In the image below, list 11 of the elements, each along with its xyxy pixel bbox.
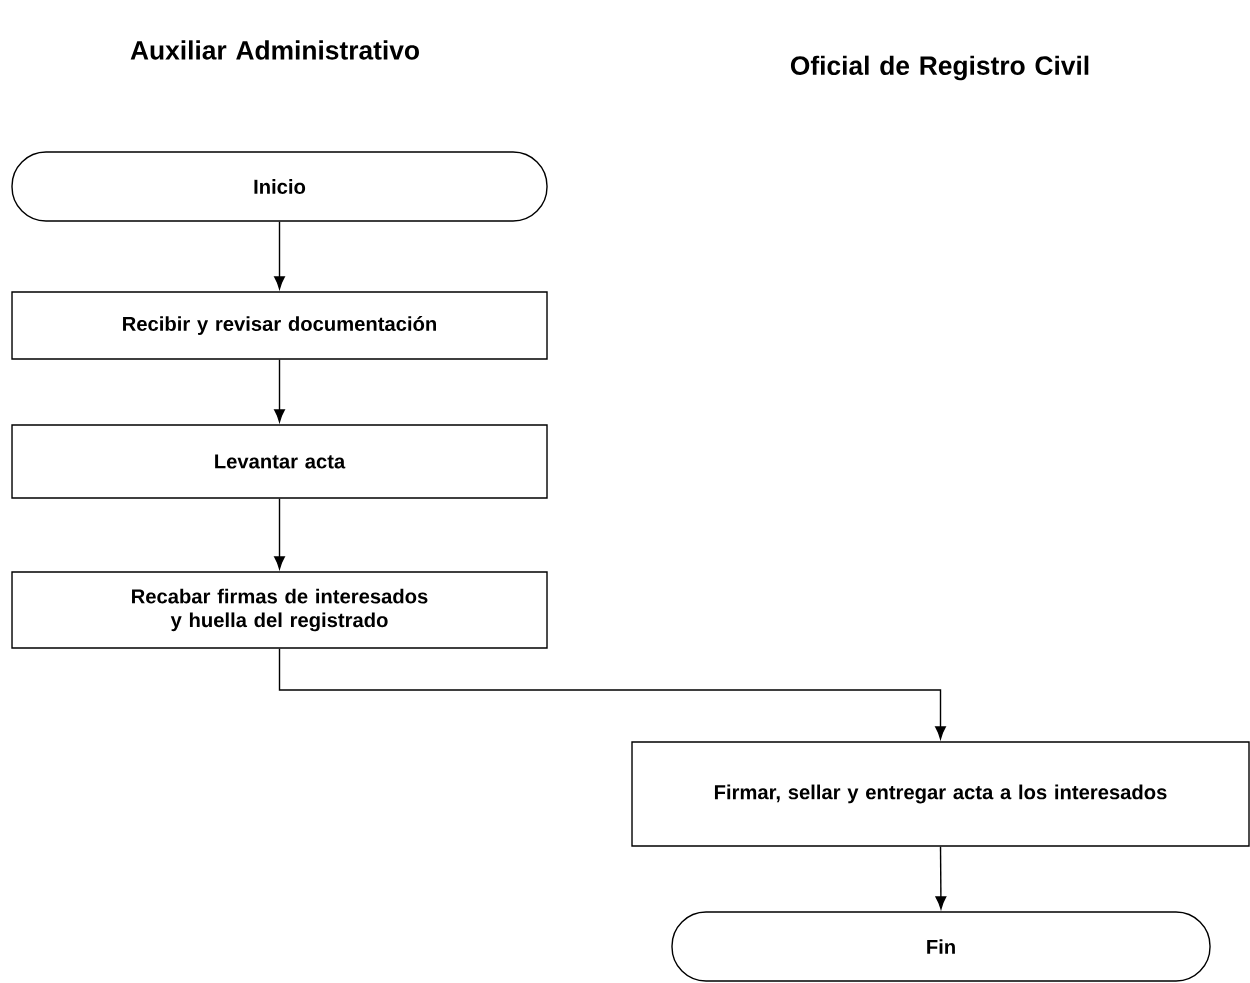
lane-heading: Oficial de Registro Civil [790, 55, 1089, 81]
arrow [935, 846, 947, 910]
process-box: Levantar acta [11, 424, 548, 499]
process-box: Firmar, sellar y entregar acta a los interesados [631, 741, 1250, 847]
lane-heading: Auxiliar Administrativo [130, 40, 419, 60]
arrow [274, 359, 285, 423]
process-box: Recibir y revisar documentación [11, 291, 548, 360]
arrow [278, 648, 946, 740]
arrow [274, 498, 285, 570]
arrow [274, 221, 285, 290]
process-box: Recabar firmas de interesados y huella del registrado [11, 571, 548, 649]
